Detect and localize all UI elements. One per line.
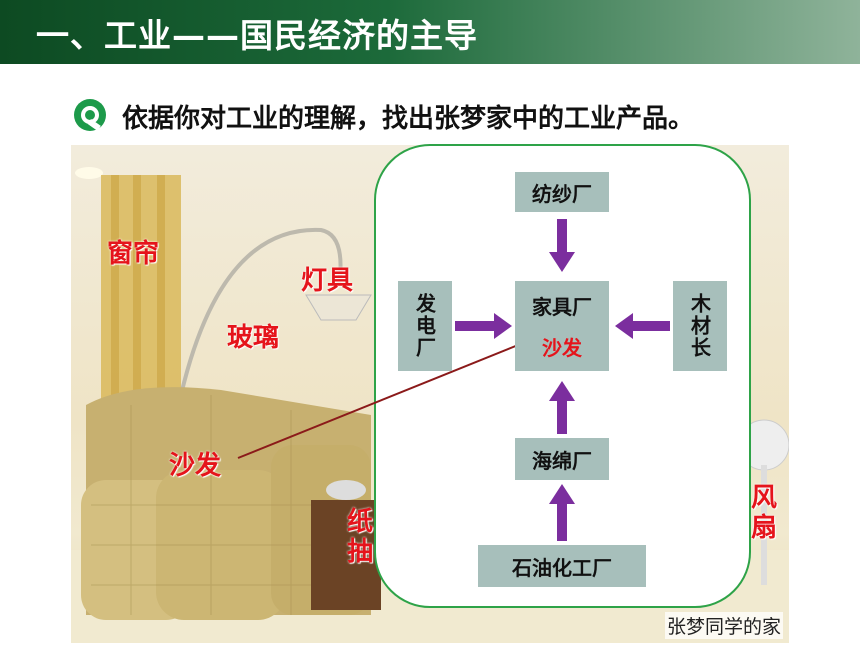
q-icon — [74, 99, 106, 131]
page-title: 一、工业——国民经济的主导 — [36, 16, 478, 55]
box-furniture-factory: 家具厂 沙发 — [515, 281, 609, 371]
sofa-product-label: 沙发 — [542, 336, 582, 360]
box-sponge-factory: 海绵厂 — [515, 438, 609, 480]
question-text: 依据你对工业的理解，找出张梦家中的工业产品。 — [122, 104, 695, 134]
photo-caption: 张梦同学的家 — [664, 612, 783, 639]
box-spinning-mill: 纺纱厂 — [515, 172, 609, 212]
label-glass: 玻璃 — [227, 323, 280, 353]
title-bar: 一、工业——国民经济的主导 — [0, 0, 860, 64]
arrow-icon — [455, 219, 670, 541]
label-curtain: 窗帘 — [107, 239, 160, 269]
label-tissue-partial: 纸 抽 — [347, 507, 374, 567]
box-timber: 木材长 — [673, 281, 727, 371]
label-sofa: 沙发 — [169, 451, 222, 481]
box-petrochemical-plant: 石油化工厂 — [478, 545, 646, 587]
box-power-plant: 发电厂 — [398, 281, 452, 371]
label-fan-partial: 风 扇 — [751, 483, 778, 543]
sofa-connector-line — [237, 336, 539, 459]
label-lamp: 灯具 — [301, 266, 354, 296]
furniture-factory-label: 家具厂 — [532, 295, 592, 319]
